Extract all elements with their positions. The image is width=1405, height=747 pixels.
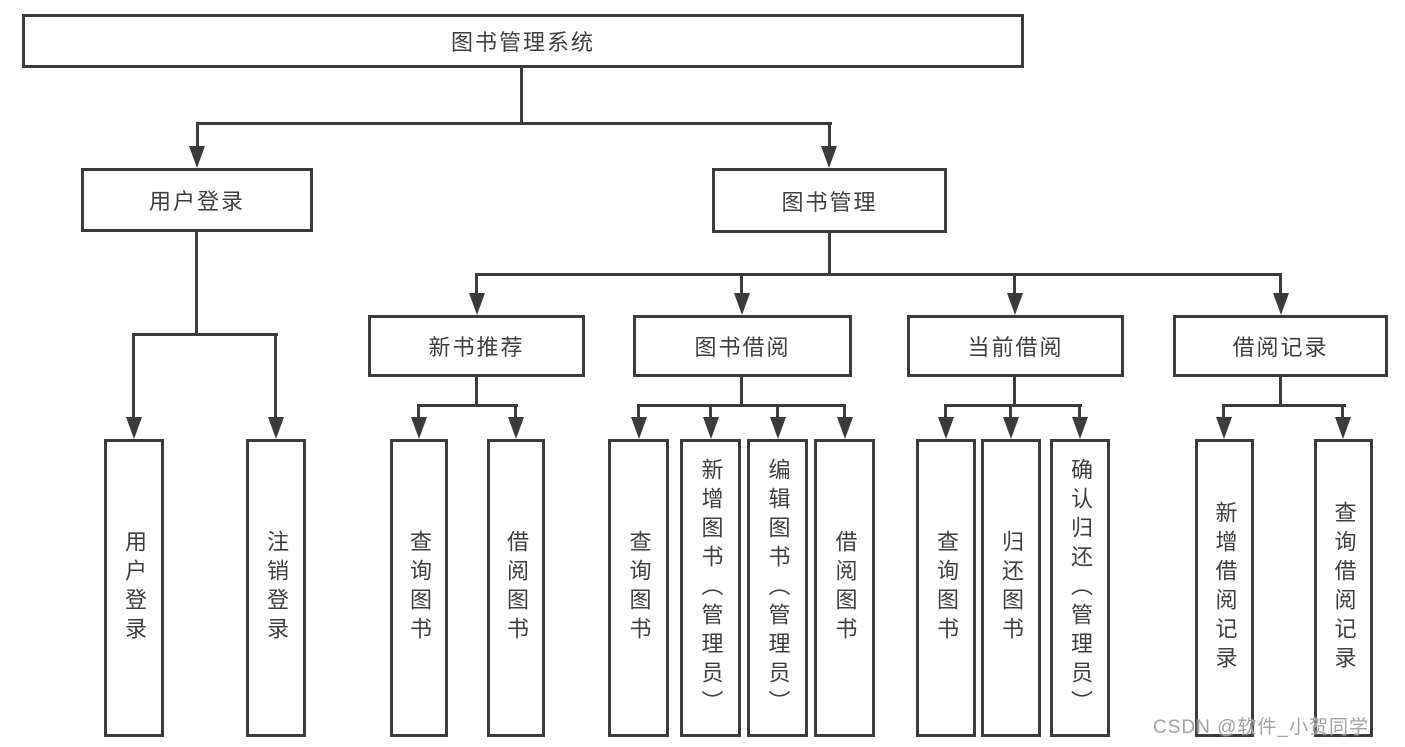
- arrow-down: [631, 417, 647, 439]
- arrow-down: [1335, 417, 1351, 439]
- connector-line: [274, 333, 277, 419]
- arrow-down: [734, 293, 750, 315]
- connector-line: [1279, 273, 1282, 297]
- node-book-borrowing: 图书借阅: [633, 315, 852, 377]
- node-label: 借阅记录: [1232, 335, 1329, 360]
- connector-line: [944, 404, 947, 420]
- node-label: 确认归还（管理员）: [1068, 457, 1093, 719]
- connector-line: [195, 232, 198, 336]
- arrow-down: [1072, 417, 1088, 439]
- node-label: 查询图书: [626, 530, 652, 646]
- connector-line: [1341, 404, 1344, 420]
- connector-line: [944, 404, 1082, 407]
- node-new-book-recommendation: 新书推荐: [368, 315, 585, 377]
- node-label: 借阅图书: [832, 530, 858, 646]
- connector-line: [1222, 404, 1346, 407]
- connector-line: [1279, 377, 1282, 407]
- leaf-add-books-admin: 新增图书（管理员）: [680, 439, 741, 737]
- connector-line: [637, 404, 846, 407]
- arrow-down: [411, 417, 427, 439]
- leaf-query-borrow-record: 查询借阅记录: [1314, 439, 1373, 737]
- connector-line: [417, 404, 518, 407]
- arrow-down: [770, 417, 786, 439]
- node-label: 图书借阅: [694, 335, 791, 360]
- node-label: 查询图书: [934, 530, 959, 646]
- node-label: 图书管理: [781, 189, 878, 215]
- connector-line: [475, 377, 478, 407]
- node-book-management: 图书管理: [712, 168, 947, 233]
- leaf-query-books-recommend: 查询图书: [390, 439, 448, 737]
- node-label: 借阅图书: [504, 530, 529, 646]
- leaf-query-books-current: 查询图书: [916, 439, 976, 737]
- leaf-add-borrow-record: 新增借阅记录: [1195, 439, 1254, 737]
- node-label: 注销登录: [264, 530, 289, 646]
- connector-line: [475, 273, 1282, 276]
- leaf-user-login: 用户登录: [104, 439, 164, 737]
- arrow-down: [508, 417, 524, 439]
- watermark: CSDN @软件_小贺同学: [1153, 717, 1369, 738]
- connector-line: [828, 122, 831, 150]
- arrow-down: [126, 417, 142, 439]
- leaf-borrow-books-borrowing: 借阅图书: [814, 439, 875, 737]
- leaf-query-books-borrowing: 查询图书: [608, 439, 669, 737]
- node-label: 新增借阅记录: [1212, 501, 1238, 675]
- arrow-down: [469, 293, 485, 315]
- arrow-down: [837, 417, 853, 439]
- connector-line: [1013, 273, 1016, 297]
- leaf-confirm-return-admin: 确认归还（管理员）: [1050, 439, 1110, 737]
- connector-line: [514, 404, 517, 420]
- connector-line: [1009, 404, 1012, 420]
- leaf-logout: 注销登录: [246, 439, 306, 737]
- node-label: 归还图书: [999, 530, 1024, 646]
- connector-line: [828, 233, 831, 276]
- connector-line: [132, 333, 278, 336]
- node-label: 查询图书: [407, 530, 432, 646]
- connector-line: [196, 122, 832, 125]
- leaf-return-books: 归还图书: [981, 439, 1041, 737]
- arrow-down: [938, 417, 954, 439]
- node-current-borrowing: 当前借阅: [907, 315, 1124, 377]
- node-label: 查询借阅记录: [1331, 501, 1357, 675]
- node-label: 编辑图书（管理员）: [765, 457, 791, 719]
- connector-line: [1013, 377, 1016, 407]
- leaf-borrow-books-recommend: 借阅图书: [487, 439, 545, 737]
- arrow-down: [821, 146, 837, 168]
- node-label: 新书推荐: [428, 335, 525, 360]
- connector-line: [132, 333, 135, 419]
- connector-line: [1078, 404, 1081, 420]
- node-label: 新增图书（管理员）: [698, 457, 724, 719]
- arrow-down: [1007, 293, 1023, 315]
- node-borrowing-records: 借阅记录: [1173, 315, 1388, 377]
- connector-line: [475, 273, 478, 297]
- connector-line: [1222, 404, 1225, 420]
- arrow-down: [703, 417, 719, 439]
- arrow-down: [1273, 293, 1289, 315]
- arrow-down: [268, 417, 284, 439]
- arrow-down: [1216, 417, 1232, 439]
- connector-line: [709, 404, 712, 420]
- connector-line: [196, 122, 199, 150]
- node-label: 用户登录: [122, 530, 147, 646]
- connector-line: [417, 404, 420, 420]
- node-user-login: 用户登录: [81, 168, 313, 232]
- node-label: 图书管理系统: [450, 30, 595, 55]
- leaf-edit-books-admin: 编辑图书（管理员）: [747, 439, 808, 737]
- arrow-down: [189, 146, 205, 168]
- node-label: 用户登录: [148, 189, 245, 214]
- connector-line: [843, 404, 846, 420]
- connector-line: [740, 273, 743, 297]
- connector-line: [776, 404, 779, 420]
- node-label: 当前借阅: [967, 335, 1064, 360]
- arrow-down: [1003, 417, 1019, 439]
- connector-line: [740, 377, 743, 407]
- connector-line: [520, 68, 523, 125]
- node-library-system: 图书管理系统: [22, 14, 1024, 68]
- connector-line: [637, 404, 640, 420]
